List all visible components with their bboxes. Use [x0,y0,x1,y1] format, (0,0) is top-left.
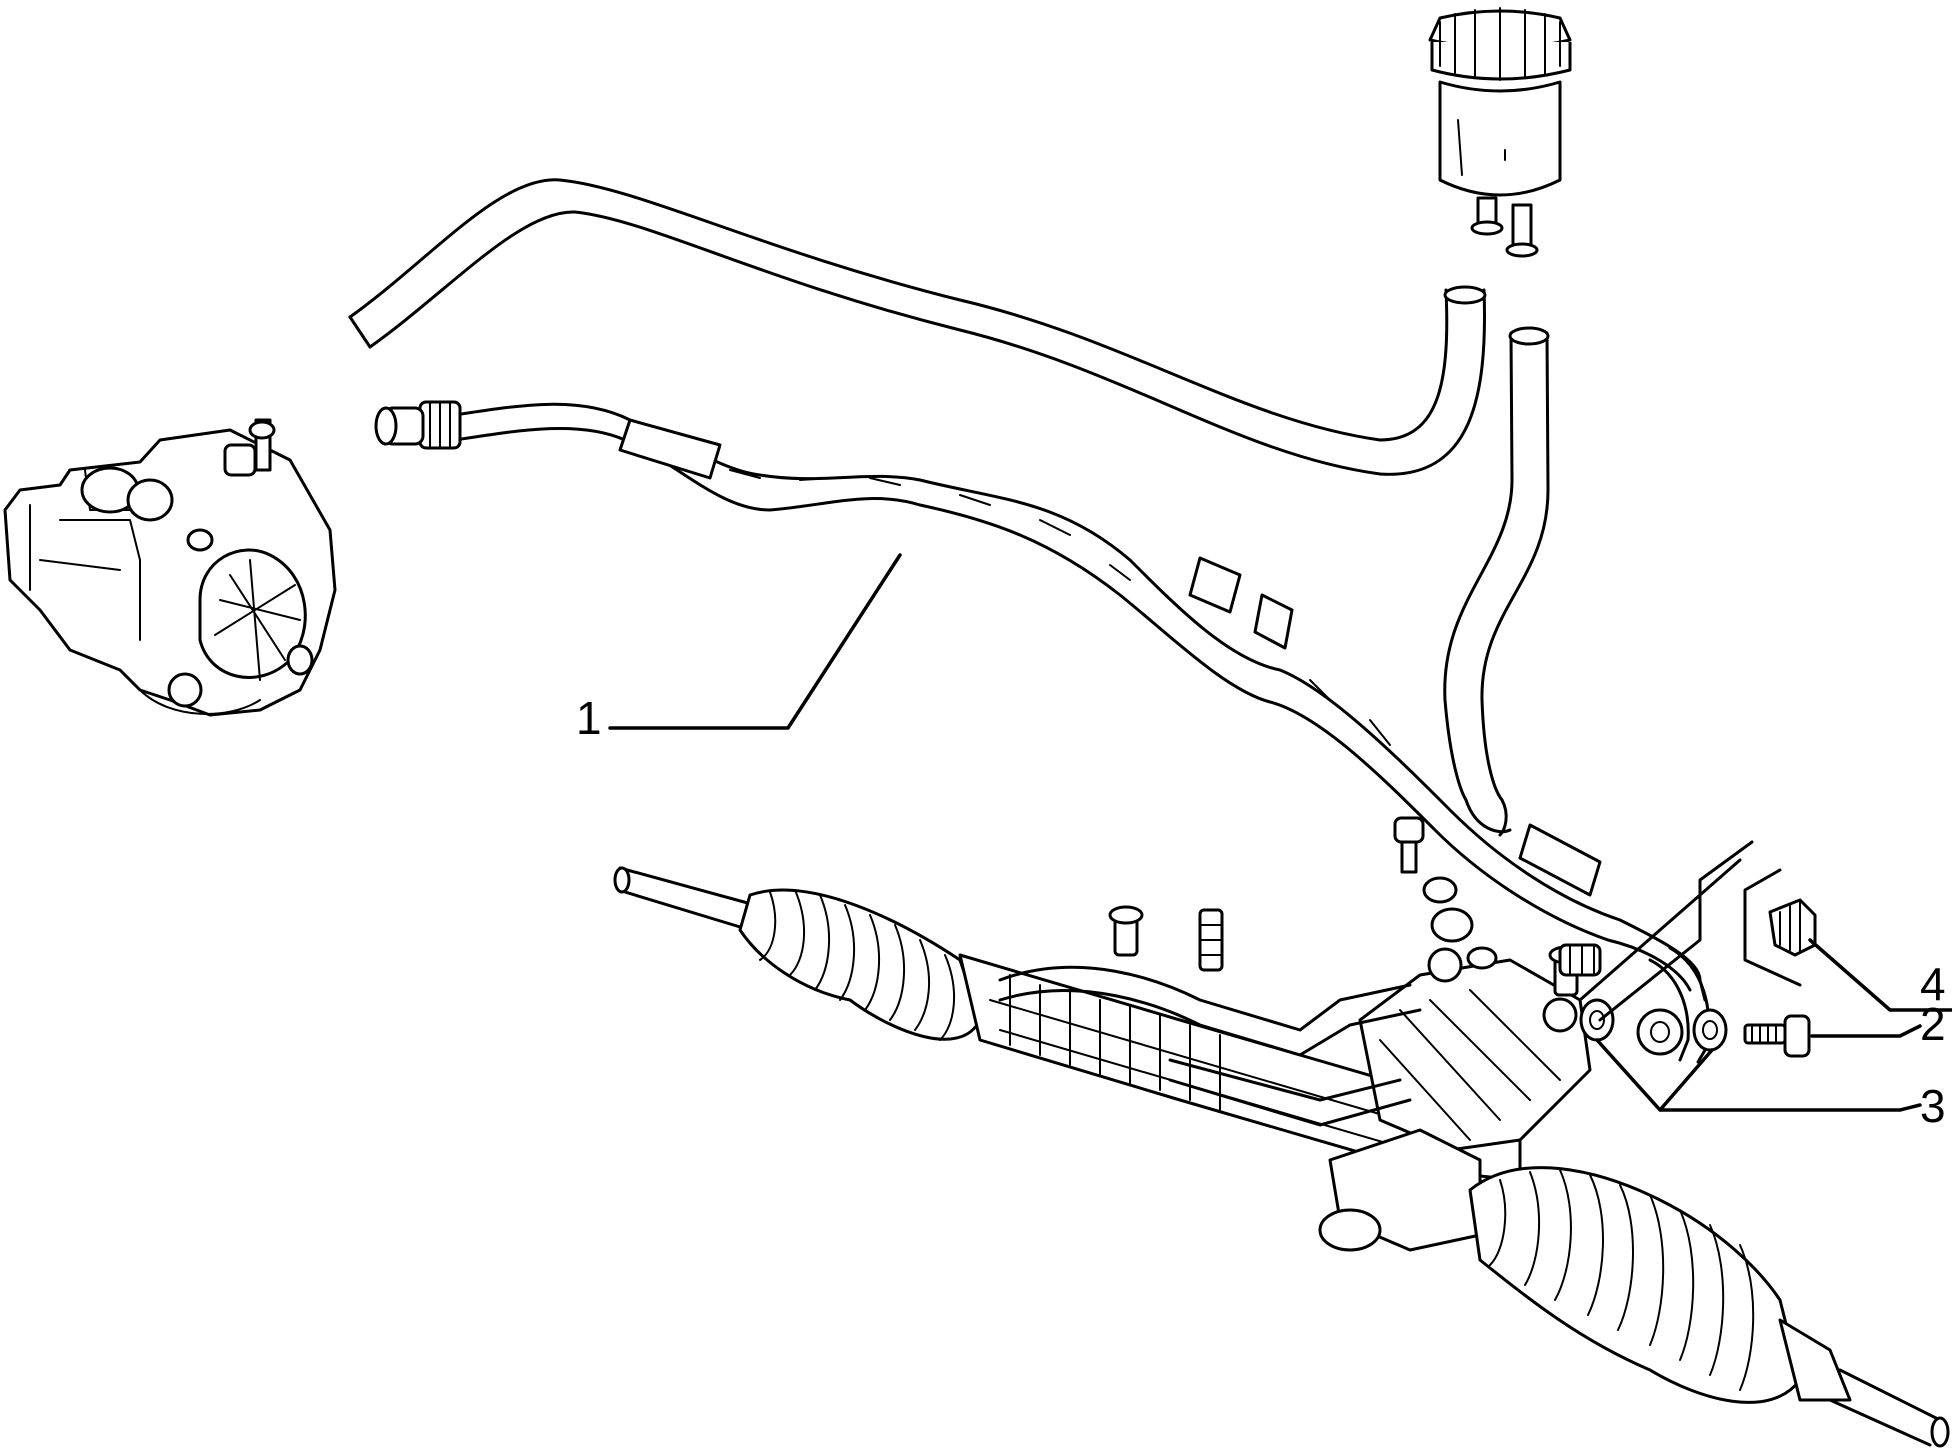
pressure-hose [374,400,1711,1064]
callout-3: 3 [1920,1080,1946,1132]
power-steering-pump [3,418,337,717]
cap-part-4 [1768,898,1817,957]
bracket [1578,840,1802,1022]
leader-line-4 [1808,938,1952,1012]
steering-rack [613,866,1950,1448]
callout-1: 1 [576,692,602,744]
leader-line-1 [608,553,902,730]
callout-4: 4 [1920,958,1946,1010]
leader-line-3 [1595,1038,1922,1112]
callout-2: 2 [1920,998,1946,1050]
return-hose [348,178,1487,476]
fluid-reservoir [1428,7,1572,258]
banjo-fitting-upper [1393,816,1498,970]
supply-hose [1443,326,1550,837]
leader-line-2 [1810,1024,1922,1038]
banjo-fitting-lower [1579,998,1811,1058]
